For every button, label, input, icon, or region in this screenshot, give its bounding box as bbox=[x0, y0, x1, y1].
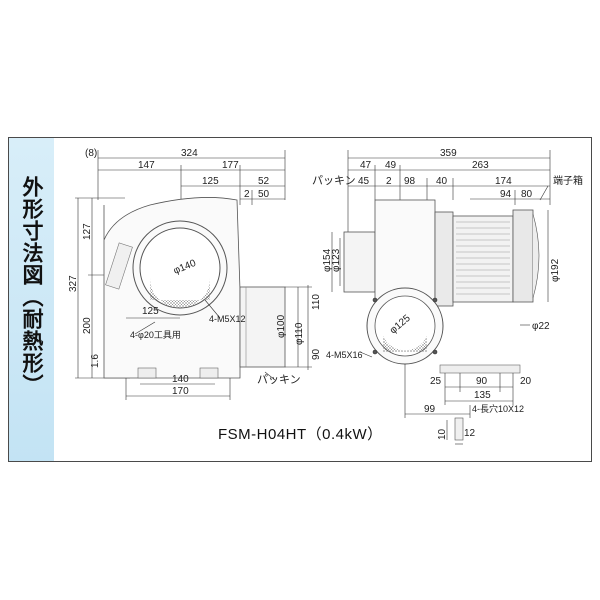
dim-front-phi100: φ100 bbox=[276, 314, 287, 338]
side-view bbox=[331, 150, 551, 445]
dim-side-phi154: φ154 bbox=[322, 248, 333, 272]
dim-side-slot-10: 10 bbox=[437, 428, 448, 440]
dim-front-127: 127 bbox=[82, 223, 93, 240]
dim-side-phi22: φ22 bbox=[532, 321, 550, 332]
dim-side-20: 20 bbox=[520, 376, 532, 387]
dim-front-phi110: φ110 bbox=[294, 322, 305, 345]
dim-front-125: 125 bbox=[202, 176, 219, 187]
dim-side-263: 263 bbox=[472, 160, 489, 171]
dim-front-177: 177 bbox=[222, 160, 239, 171]
dim-front-110: 110 bbox=[311, 294, 322, 310]
front-gasket-label: パッキン bbox=[257, 373, 301, 386]
dim-front-8: (8) bbox=[85, 148, 97, 159]
terminal-box-label: 端子箱 bbox=[553, 174, 583, 187]
dim-front-140: 140 bbox=[172, 374, 189, 385]
model-label: FSM-H04HT（0.4kW） bbox=[218, 426, 383, 443]
dim-side-90: 90 bbox=[476, 376, 488, 387]
dim-front-324: 324 bbox=[181, 148, 198, 159]
dim-side-47: 47 bbox=[360, 160, 372, 171]
dim-side-2: 2 bbox=[386, 176, 392, 187]
side-slot-note: 4-長穴10X12 bbox=[472, 403, 524, 414]
dim-front-125-lower: 125 bbox=[142, 306, 159, 317]
dim-side-phi192: φ192 bbox=[550, 258, 561, 282]
side-title-panel: 外形寸法図（耐熱形） bbox=[9, 138, 54, 461]
front-hole-note: 4-φ20工具用 bbox=[130, 330, 181, 340]
dim-front-147: 147 bbox=[138, 160, 155, 171]
front-bolt-note: 4-M5X12 bbox=[209, 314, 246, 324]
dim-front-170: 170 bbox=[172, 386, 189, 397]
dim-side-45: 45 bbox=[358, 176, 370, 187]
side-bolt-note: 4-M5X16 bbox=[326, 350, 363, 360]
front-view bbox=[75, 150, 312, 400]
dim-side-174: 174 bbox=[495, 176, 512, 187]
dim-side-359: 359 bbox=[440, 148, 457, 159]
dim-front-90: 90 bbox=[311, 348, 322, 360]
dim-front-2: 2 bbox=[244, 189, 250, 200]
dim-side-98: 98 bbox=[404, 176, 416, 187]
dim-side-25: 25 bbox=[430, 376, 442, 387]
side-title: 外形寸法図（耐熱形） bbox=[20, 176, 44, 396]
dim-side-40: 40 bbox=[436, 176, 448, 187]
dim-front-200: 200 bbox=[82, 317, 93, 334]
dim-side-80: 80 bbox=[521, 189, 533, 200]
dim-side-slot-12: 12 bbox=[464, 428, 476, 439]
dim-side-99: 99 bbox=[424, 404, 436, 415]
dim-side-94: 94 bbox=[500, 189, 512, 200]
dim-side-49: 49 bbox=[385, 160, 397, 171]
dim-side-phi123: φ123 bbox=[331, 248, 342, 272]
dim-front-327: 327 bbox=[68, 275, 79, 292]
dim-front-52: 52 bbox=[258, 176, 270, 187]
dim-side-135: 135 bbox=[474, 390, 491, 401]
dim-front-1-6: 1.6 bbox=[90, 354, 101, 368]
side-gasket-label: パッキン bbox=[312, 174, 356, 187]
dim-front-50: 50 bbox=[258, 189, 270, 200]
